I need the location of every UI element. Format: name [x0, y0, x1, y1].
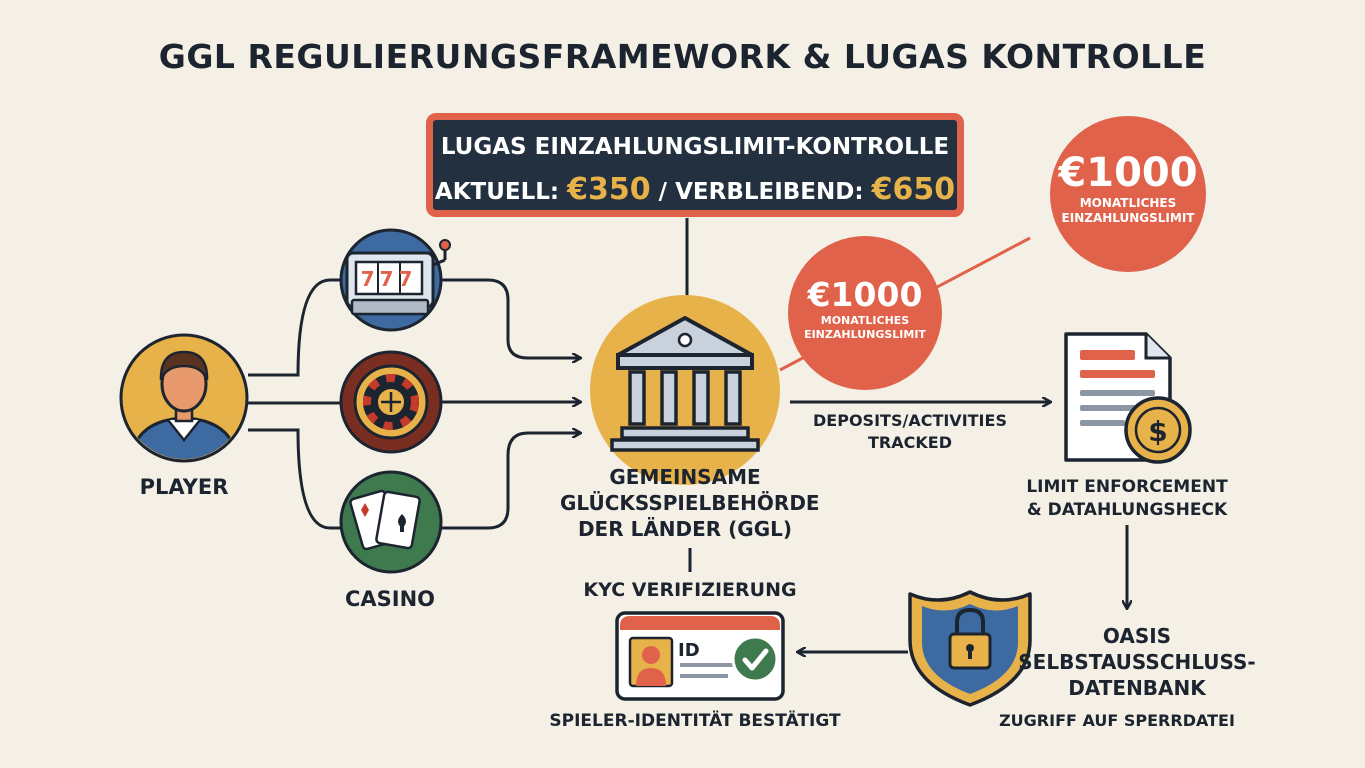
ggl-label-line1: GEMEINSAME	[609, 465, 761, 489]
player-label: PLAYER	[139, 475, 229, 499]
limit-caption-line1: MONATLICHES	[1079, 196, 1177, 210]
connector-player-slot	[248, 278, 342, 377]
check-icon	[731, 635, 779, 683]
slot-reels-text: 777	[361, 267, 418, 291]
casino-label: CASINO	[344, 587, 436, 611]
svg-text:$: $	[1148, 415, 1167, 448]
lugas-limit-panel: LUGAS EINZAHLUNGSLIMIT-KONTROLLE AKTUELL…	[426, 113, 964, 217]
dollar-coin-icon: $	[1124, 396, 1192, 464]
oasis-label: OASIS SELBSTAUSSCHLUSS- DATENBANK	[1010, 623, 1264, 701]
person-icon	[119, 333, 249, 463]
limit-amount: €1000	[807, 275, 923, 314]
remaining-label: VERBLEIBEND:	[675, 179, 864, 205]
lugas-status-line: AKTUELL: €350 / VERBLEIBEND: €650	[433, 172, 957, 207]
lugas-heading: LUGAS EINZAHLUNGSLIMIT-KONTROLLE	[440, 134, 950, 160]
connector-player-cards	[248, 428, 342, 530]
limit-caption-line1: MONATLICHES	[820, 314, 910, 327]
enforcement-line2: & DATAHLUNGSHECK	[1026, 500, 1228, 520]
bank-building-icon	[590, 295, 780, 485]
tracking-line1: DEPOSITS/ACTIVITIES	[813, 411, 1007, 430]
playing-cards-icon	[339, 470, 443, 574]
limit-badge-large-text: €1000 MONATLICHES EINZAHLUNGSLIMIT	[1050, 150, 1206, 226]
enforcement-label: LIMIT ENFORCEMENT & DATAHLUNGSHECK	[1010, 476, 1244, 522]
oasis-caption: ZUGRIFF AUF SPERRDATEI	[999, 711, 1235, 730]
enforcement-line1: LIMIT ENFORCEMENT	[1026, 477, 1228, 497]
separator: /	[658, 179, 668, 205]
ggl-label-line2: GLÜCKSSPIELBEHÖRDE	[560, 491, 820, 515]
tracking-line2: TRACKED	[868, 433, 952, 452]
limit-amount: €1000	[1058, 150, 1198, 196]
roulette-icon	[339, 350, 443, 454]
arrow-cards-ggl	[440, 433, 580, 530]
slot-machine-icon: 777	[339, 228, 451, 332]
limit-badge-large	[1050, 116, 1206, 272]
ggl-label-line3: DER LÄNDER (GGL)	[577, 517, 793, 541]
limit-caption-line2: EINZAHLUNGSLIMIT	[804, 328, 926, 341]
page-title: GGL REGULIERUNGSFRAMEWORK & LUGAS KONTRO…	[158, 37, 1207, 76]
id-card-label: ID	[678, 640, 700, 661]
current-label: AKTUELL:	[434, 179, 560, 205]
current-value: €350	[567, 172, 651, 207]
limit-badge-small-text: €1000 MONATLICHES EINZAHLUNGSLIMIT	[790, 276, 940, 342]
tracking-label: DEPOSITS/ACTIVITIES TRACKED	[800, 410, 1020, 454]
oasis-line3: DATENBANK	[1068, 676, 1206, 700]
oasis-line2: SELBSTAUSSCHLUSS-	[1018, 650, 1256, 674]
kyc-label: KYC VERIFIZIERUNG	[583, 579, 797, 601]
oasis-line1: OASIS	[1102, 624, 1172, 648]
connectors	[248, 218, 1127, 652]
limit-caption-line2: EINZAHLUNGSLIMIT	[1061, 211, 1195, 225]
shield-lock-icon	[908, 590, 1032, 707]
ggl-label: GEMEINSAME GLÜCKSSPIELBEHÖRDE DER LÄNDER…	[560, 464, 820, 542]
remaining-value: €650	[871, 172, 956, 207]
arrow-slot-ggl	[440, 278, 580, 358]
kyc-caption: SPIELER-IDENTITÄT BESTÄTIGT	[549, 711, 841, 731]
limit-badge-small	[788, 236, 942, 390]
